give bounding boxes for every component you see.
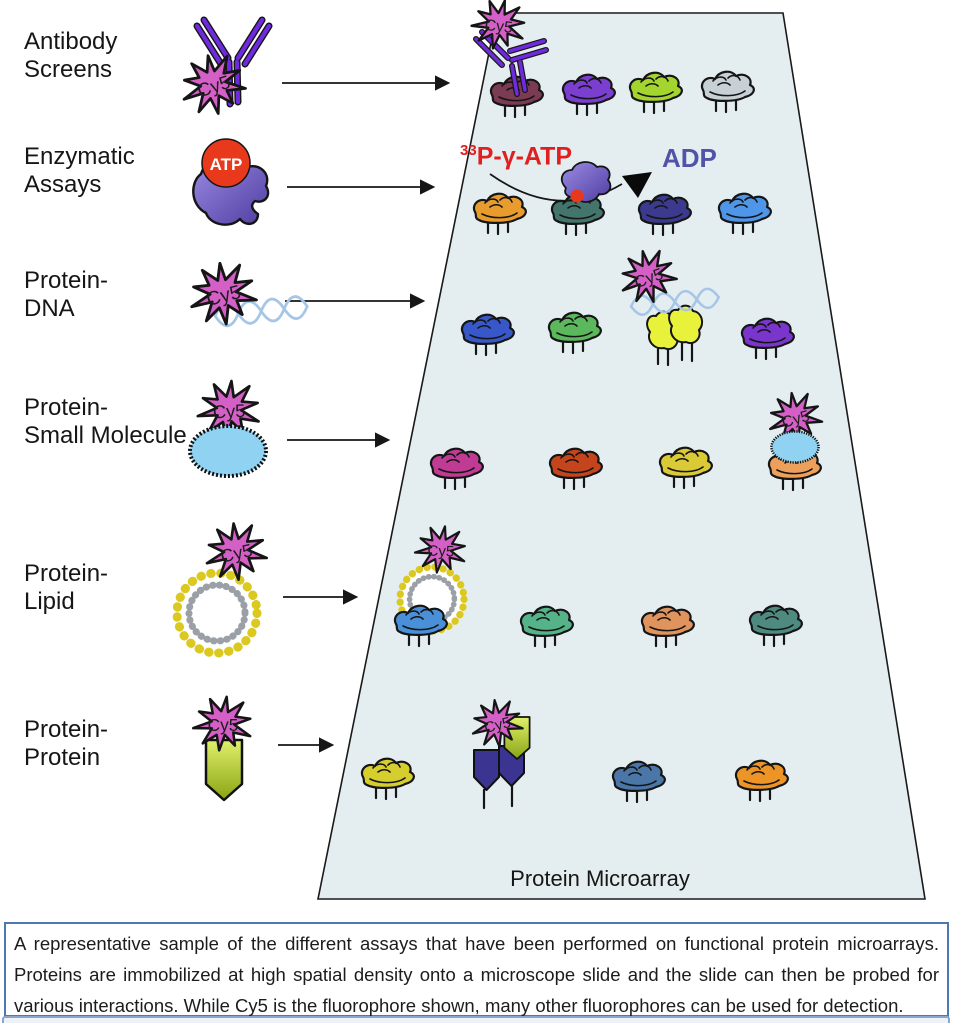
liposome-icon bbox=[177, 573, 257, 653]
small-molecule-icon bbox=[188, 424, 268, 478]
cy5-burst-icon bbox=[186, 258, 261, 329]
label-protein-dna: Protein- DNA bbox=[24, 267, 109, 322]
anchored-protein-icon bbox=[473, 749, 500, 791]
label-antibody-screens: Antibody Screens bbox=[24, 28, 118, 83]
probe-liposome-cy5 bbox=[177, 519, 270, 653]
label-protein-lipid: Protein- Lipid bbox=[24, 560, 109, 615]
probe-antibody-cy5 bbox=[175, 16, 273, 121]
microarray-slide bbox=[317, 12, 926, 900]
isotope-superscript: 33 bbox=[460, 142, 477, 159]
product-label: ADP bbox=[662, 143, 717, 173]
protein-legs bbox=[482, 784, 514, 810]
yellow-protein-icon bbox=[668, 304, 704, 344]
protein-legs bbox=[656, 341, 694, 367]
kinase-reaction bbox=[489, 161, 652, 203]
probe-dna-cy5 bbox=[186, 258, 310, 329]
bound-protein-protein-complex bbox=[468, 696, 531, 810]
reaction-arrowhead-icon bbox=[622, 172, 652, 198]
atp-circle-icon bbox=[201, 138, 251, 188]
substrate-label: 33P-γ-ATP bbox=[460, 142, 573, 171]
label-protein-small-molecule: Protein- Small Molecule bbox=[24, 394, 187, 449]
atp-label: ATP bbox=[210, 155, 243, 174]
probe-enzyme-atp: ATP bbox=[192, 138, 270, 226]
probe-protein-cy5 bbox=[189, 691, 257, 802]
next-caption-box-edge bbox=[2, 1016, 950, 1023]
figure-caption: A representative sample of the different… bbox=[4, 922, 949, 1017]
probe-small-molecule-cy5 bbox=[188, 377, 268, 478]
label-enzymatic-assays: Enzymatic Assays bbox=[24, 143, 135, 198]
bound-dna-complex bbox=[614, 244, 721, 367]
label-protein-protein: Protein- Protein bbox=[24, 716, 109, 771]
phosphate-dot-icon bbox=[570, 189, 584, 203]
protein-probe-icon bbox=[204, 738, 244, 802]
figure-canvas: Cy5 bbox=[0, 0, 926, 900]
slide-title: Protein Microarray bbox=[510, 866, 690, 891]
assay-arrows bbox=[278, 75, 451, 753]
small-molecule-icon bbox=[770, 430, 820, 464]
bound-antibody-complex bbox=[466, 0, 549, 97]
